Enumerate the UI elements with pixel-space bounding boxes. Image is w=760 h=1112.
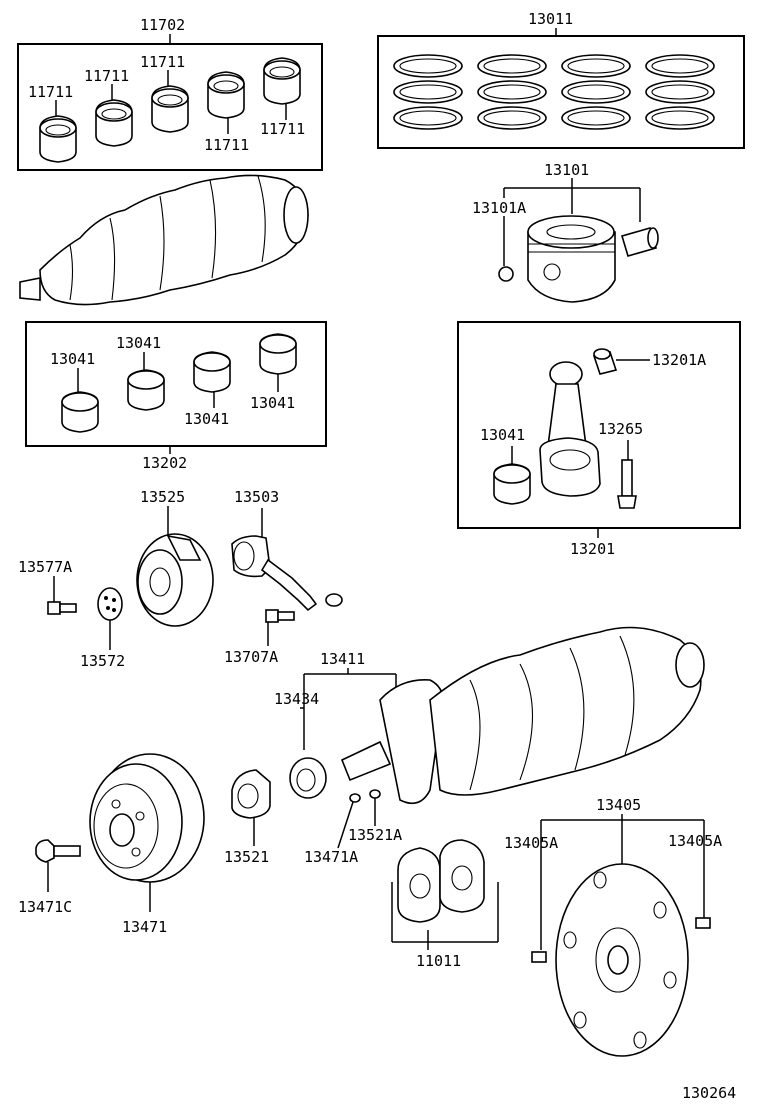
crankshaft-pulley-13471[interactable] xyxy=(89,753,205,883)
label-13011: 13011 xyxy=(528,10,573,28)
key-13471A[interactable] xyxy=(349,793,361,803)
label-11702: 11702 xyxy=(140,16,185,34)
bearing-shell-11711-5[interactable] xyxy=(263,57,301,105)
bearing-shell-11711-4[interactable] xyxy=(207,71,245,119)
label-13101A: 13101A xyxy=(472,199,526,217)
drive-plate-13405[interactable] xyxy=(555,863,689,1057)
piston-pin-snap-ring-13101A[interactable] xyxy=(498,266,514,282)
crankshaft-13411[interactable] xyxy=(340,626,705,805)
label-13411: 13411 xyxy=(320,650,365,668)
label-11711-d: 11711 xyxy=(204,136,249,154)
label-13405: 13405 xyxy=(596,796,641,814)
label-13101: 13101 xyxy=(544,161,589,179)
crankshaft-gear-13434[interactable] xyxy=(289,757,327,799)
bearing-shell-11711-3[interactable] xyxy=(151,85,189,133)
label-13041-b: 13041 xyxy=(116,334,161,352)
piston-ring-set-13011-box xyxy=(377,35,745,149)
bearing-shell-13041-1[interactable] xyxy=(61,391,99,433)
crank-timing-pulley-13525[interactable] xyxy=(136,533,214,627)
label-13471: 13471 xyxy=(122,918,167,936)
label-13521A: 13521A xyxy=(348,826,402,844)
timing-gear-13521[interactable] xyxy=(231,769,271,819)
bearing-shell-13041-2[interactable] xyxy=(127,369,165,411)
piston-13101[interactable] xyxy=(527,215,616,303)
bearing-shell-13041-5[interactable] xyxy=(493,463,531,505)
label-13041-e: 13041 xyxy=(480,426,525,444)
label-13041-c: 13041 xyxy=(184,410,229,428)
bearing-shell-13041-4[interactable] xyxy=(259,333,297,375)
diagram-id: 130264 xyxy=(682,1084,736,1102)
label-11711-a: 11711 xyxy=(28,83,73,101)
piston-ring-set-3[interactable] xyxy=(561,54,631,130)
label-13202: 13202 xyxy=(142,454,187,472)
bearing-set-11702-group xyxy=(17,34,323,171)
piston-ring-set-4[interactable] xyxy=(645,54,715,130)
label-13405A-left: 13405A xyxy=(504,834,558,852)
label-13201: 13201 xyxy=(570,540,615,558)
dowel-pin-13405A-right[interactable] xyxy=(695,917,711,929)
label-13201A: 13201A xyxy=(652,351,706,369)
bearing-shell-11711[interactable] xyxy=(39,115,77,163)
connecting-rod-13201-box xyxy=(457,321,741,529)
plate-13572[interactable] xyxy=(97,587,123,621)
piston-ring-set-2[interactable] xyxy=(477,54,547,130)
label-11711-e: 11711 xyxy=(260,120,305,138)
label-13405A-right: 13405A xyxy=(668,832,722,850)
piston-pin[interactable] xyxy=(621,227,659,257)
label-11711-b: 11711 xyxy=(84,67,129,85)
crankshaft-upper-illustration[interactable] xyxy=(19,174,309,306)
label-13434: 13434 xyxy=(274,690,319,708)
piston-13101-group xyxy=(498,178,659,303)
bolt-13577A[interactable] xyxy=(47,601,77,615)
thrust-washer-set-11011[interactable] xyxy=(397,839,485,923)
crankshaft-13411-group xyxy=(300,626,705,805)
connecting-rod-bushing-13201A[interactable] xyxy=(592,348,618,375)
label-13041-d: 13041 xyxy=(250,394,295,412)
label-11711-c: 11711 xyxy=(140,53,185,71)
label-13577A: 13577A xyxy=(18,558,72,576)
bearing-set-13202-group xyxy=(25,321,327,454)
pulley-bolt-13471C[interactable] xyxy=(35,839,81,863)
bearing-set-13202-box xyxy=(25,321,327,447)
oil-pump-drive-gear-13503[interactable] xyxy=(231,535,343,612)
bearing-shell-13041-3[interactable] xyxy=(193,351,231,393)
piston-ring-set-1[interactable] xyxy=(393,54,463,130)
label-13521: 13521 xyxy=(224,848,269,866)
bearing-set-11702-box xyxy=(17,43,323,171)
key-13521A[interactable] xyxy=(369,789,381,799)
connecting-rod[interactable] xyxy=(539,361,601,497)
connecting-rod-bolt-13265[interactable] xyxy=(617,459,637,509)
connecting-rod-13201-group xyxy=(457,321,741,538)
label-13707A: 13707A xyxy=(224,648,278,666)
label-13525: 13525 xyxy=(140,488,185,506)
label-13041-a: 13041 xyxy=(50,350,95,368)
label-13503: 13503 xyxy=(234,488,279,506)
label-13265: 13265 xyxy=(598,420,643,438)
bolt-13707A[interactable] xyxy=(265,609,295,623)
dowel-pin-13405A-left[interactable] xyxy=(531,951,547,963)
label-13572: 13572 xyxy=(80,652,125,670)
label-13471A: 13471A xyxy=(304,848,358,866)
label-11011: 11011 xyxy=(416,952,461,970)
piston-ring-set-13011-group xyxy=(377,28,745,149)
drive-plate-13405-group xyxy=(531,814,711,1057)
bearing-shell-11711-2[interactable] xyxy=(95,99,133,147)
label-13471C: 13471C xyxy=(18,898,72,916)
